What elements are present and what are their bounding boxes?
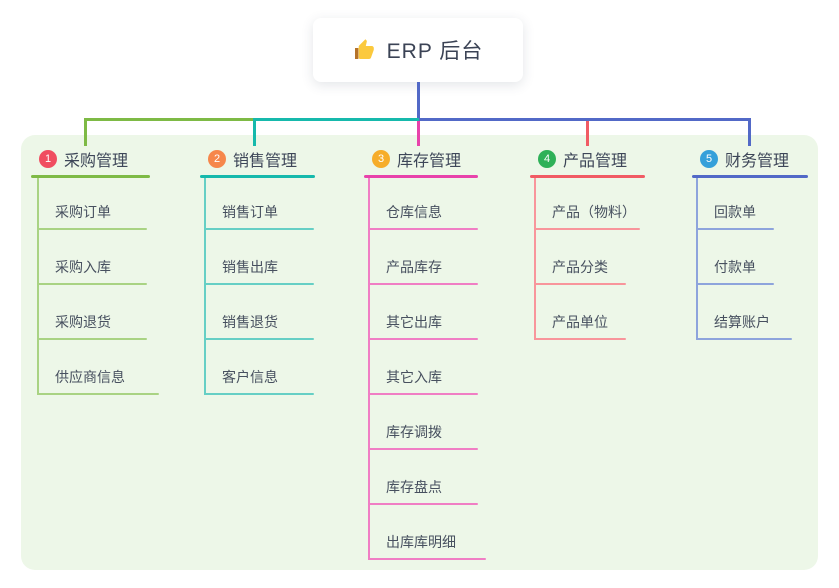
mindmap-child-node[interactable]: 出库库明细 bbox=[386, 534, 456, 550]
child-underline bbox=[368, 338, 478, 340]
mindmap-child-node[interactable]: 其它出库 bbox=[386, 314, 442, 330]
child-underline bbox=[534, 283, 626, 285]
bus-segment-green bbox=[84, 118, 253, 121]
child-underline bbox=[37, 393, 159, 395]
branch-number-badge: 3 bbox=[372, 150, 390, 168]
child-underline bbox=[696, 228, 774, 230]
child-underline bbox=[368, 558, 486, 560]
branch-spine bbox=[368, 178, 370, 560]
branch-spine bbox=[696, 178, 698, 340]
bus-segment-teal bbox=[253, 118, 419, 121]
branch-drop-inventory bbox=[417, 121, 420, 146]
branch-spine bbox=[534, 178, 536, 340]
child-underline bbox=[368, 228, 478, 230]
bus-segment-blue bbox=[419, 118, 751, 121]
branch-drop-sales bbox=[253, 121, 256, 146]
mindmap-child-node[interactable]: 产品库存 bbox=[386, 259, 442, 275]
child-underline bbox=[534, 338, 626, 340]
mindmap-child-node[interactable]: 销售退货 bbox=[222, 314, 278, 330]
mindmap-child-node[interactable]: 采购订单 bbox=[55, 204, 111, 220]
child-underline bbox=[204, 228, 314, 230]
child-underline bbox=[37, 228, 147, 230]
mindmap-child-node[interactable]: 采购退货 bbox=[55, 314, 111, 330]
mindmap-child-node[interactable]: 其它入库 bbox=[386, 369, 442, 385]
child-underline bbox=[204, 283, 314, 285]
branch-node-product[interactable]: 4 产品管理 bbox=[530, 146, 645, 172]
mindmap-child-node[interactable]: 产品单位 bbox=[552, 314, 608, 330]
branch-node-inventory[interactable]: 3 库存管理 bbox=[364, 146, 478, 172]
branch-number-badge: 2 bbox=[208, 150, 226, 168]
branch-underline bbox=[364, 175, 478, 178]
branch-drop-finance bbox=[748, 118, 751, 146]
child-underline bbox=[204, 338, 314, 340]
branch-underline bbox=[692, 175, 808, 178]
child-underline bbox=[534, 228, 640, 230]
child-underline bbox=[696, 283, 774, 285]
mindmap-child-node[interactable]: 库存调拨 bbox=[386, 424, 442, 440]
branch-node-finance[interactable]: 5 财务管理 bbox=[692, 146, 808, 172]
branch-drop-product bbox=[586, 121, 589, 146]
branch-title: 产品管理 bbox=[563, 153, 628, 170]
child-underline bbox=[368, 503, 478, 505]
branch-title: 采购管理 bbox=[64, 153, 129, 170]
mindmap-child-node[interactable]: 付款单 bbox=[714, 259, 756, 275]
child-underline bbox=[696, 338, 792, 340]
child-underline bbox=[368, 448, 478, 450]
mindmap-child-node[interactable]: 客户信息 bbox=[222, 369, 278, 385]
mindmap-child-node[interactable]: 回款单 bbox=[714, 204, 756, 220]
mindmap-child-node[interactable]: 产品分类 bbox=[552, 259, 608, 275]
mindmap-child-node[interactable]: 结算账户 bbox=[714, 314, 770, 330]
branch-number-badge: 4 bbox=[538, 150, 556, 168]
branch-underline bbox=[31, 175, 150, 178]
mindmap-child-node[interactable]: 库存盘点 bbox=[386, 479, 442, 495]
root-connector-line bbox=[417, 82, 420, 118]
branch-title: 库存管理 bbox=[397, 153, 462, 170]
child-underline bbox=[204, 393, 314, 395]
branch-spine bbox=[37, 178, 39, 395]
root-node-label: ERP 后台 bbox=[386, 40, 484, 63]
branch-title: 销售管理 bbox=[233, 153, 298, 170]
child-underline bbox=[368, 393, 478, 395]
branch-drop-purchase bbox=[84, 118, 87, 146]
child-underline bbox=[368, 283, 478, 285]
mindmap-child-node[interactable]: 仓库信息 bbox=[386, 204, 442, 220]
branch-node-sales[interactable]: 2 销售管理 bbox=[200, 146, 315, 172]
branch-node-purchase[interactable]: 1 采购管理 bbox=[31, 146, 150, 172]
mindmap-child-node[interactable]: 销售出库 bbox=[222, 259, 278, 275]
thumbs-up-icon bbox=[353, 38, 377, 62]
mindmap-child-node[interactable]: 产品（物料） bbox=[552, 204, 636, 220]
mindmap-child-node[interactable]: 销售订单 bbox=[222, 204, 278, 220]
branch-number-badge: 1 bbox=[39, 150, 57, 168]
branch-underline bbox=[530, 175, 645, 178]
mindmap-child-node[interactable]: 采购入库 bbox=[55, 259, 111, 275]
branch-underline bbox=[200, 175, 315, 178]
mindmap-panel bbox=[21, 135, 818, 570]
child-underline bbox=[37, 283, 147, 285]
branch-spine bbox=[204, 178, 206, 395]
mindmap-child-node[interactable]: 供应商信息 bbox=[55, 369, 125, 385]
branch-number-badge: 5 bbox=[700, 150, 718, 168]
child-underline bbox=[37, 338, 147, 340]
root-node[interactable]: ERP 后台 bbox=[313, 18, 523, 82]
branch-title: 财务管理 bbox=[725, 153, 790, 170]
